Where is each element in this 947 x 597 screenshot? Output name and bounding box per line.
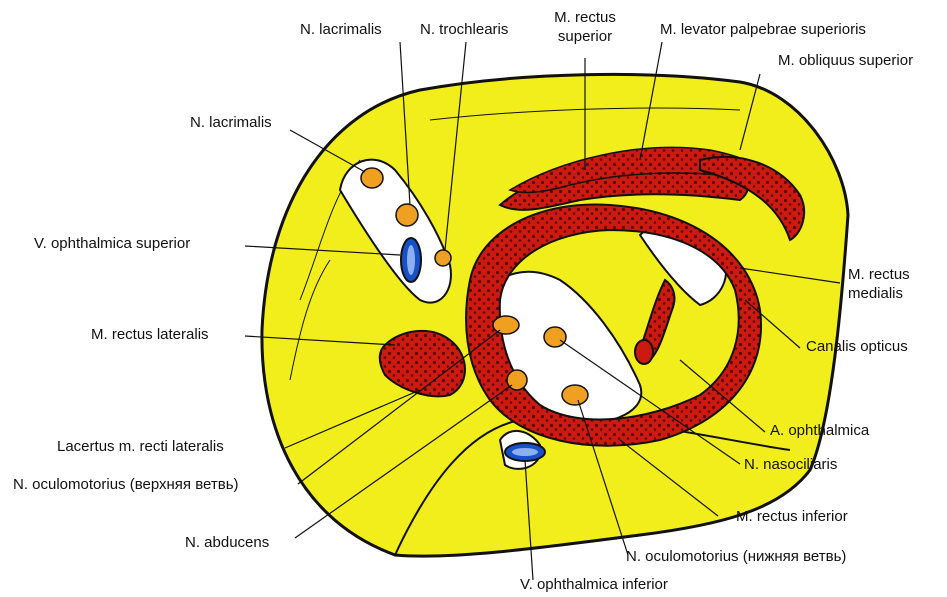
label-lacertus: Lacertus m. recti lateralis	[57, 438, 224, 456]
label-n-nasociliaris: N. nasociliaris	[744, 456, 837, 474]
label-m-rectus-medialis-1: M. rectus	[848, 266, 910, 284]
label-m-rectus-medialis-2: medialis	[848, 285, 903, 303]
label-m-obliquus-superior: M. obliquus superior	[778, 52, 913, 70]
label-n-lacrimalis-left: N. lacrimalis	[190, 114, 272, 132]
label-v-ophthalmica-inferior: V. ophthalmica inferior	[520, 576, 668, 594]
nerve-nasociliaris	[544, 327, 566, 347]
nerve-frontalis	[396, 204, 418, 226]
label-n-oculomotorius-lower: N. oculomotorius (нижняя ветвь)	[626, 548, 846, 566]
nerve-trochlearis	[435, 250, 451, 266]
label-n-oculomotorius-upper: N. oculomotorius (верхняя ветвь)	[13, 476, 239, 494]
label-m-rectus-inferior: M. rectus inferior	[736, 508, 848, 526]
label-n-lacrimalis-top: N. lacrimalis	[300, 21, 382, 39]
label-a-ophthalmica: A. ophthalmica	[770, 422, 869, 440]
label-m-levator: M. levator palpebrae superioris	[660, 21, 866, 39]
label-m-rectus-superior-2: superior	[548, 28, 622, 46]
nerve-oculomotorius-upper	[493, 316, 519, 334]
label-m-rectus-lateralis: M. rectus lateralis	[91, 326, 209, 344]
nerve-oculomotorius-lower	[562, 385, 588, 405]
label-n-abducens: N. abducens	[185, 534, 269, 552]
label-m-rectus-superior-1: M. rectus	[548, 9, 622, 27]
label-canalis-opticus: Canalis opticus	[806, 338, 908, 356]
label-v-ophthalmica-superior: V. ophthalmica superior	[34, 235, 190, 253]
label-n-trochlearis: N. trochlearis	[420, 21, 508, 39]
